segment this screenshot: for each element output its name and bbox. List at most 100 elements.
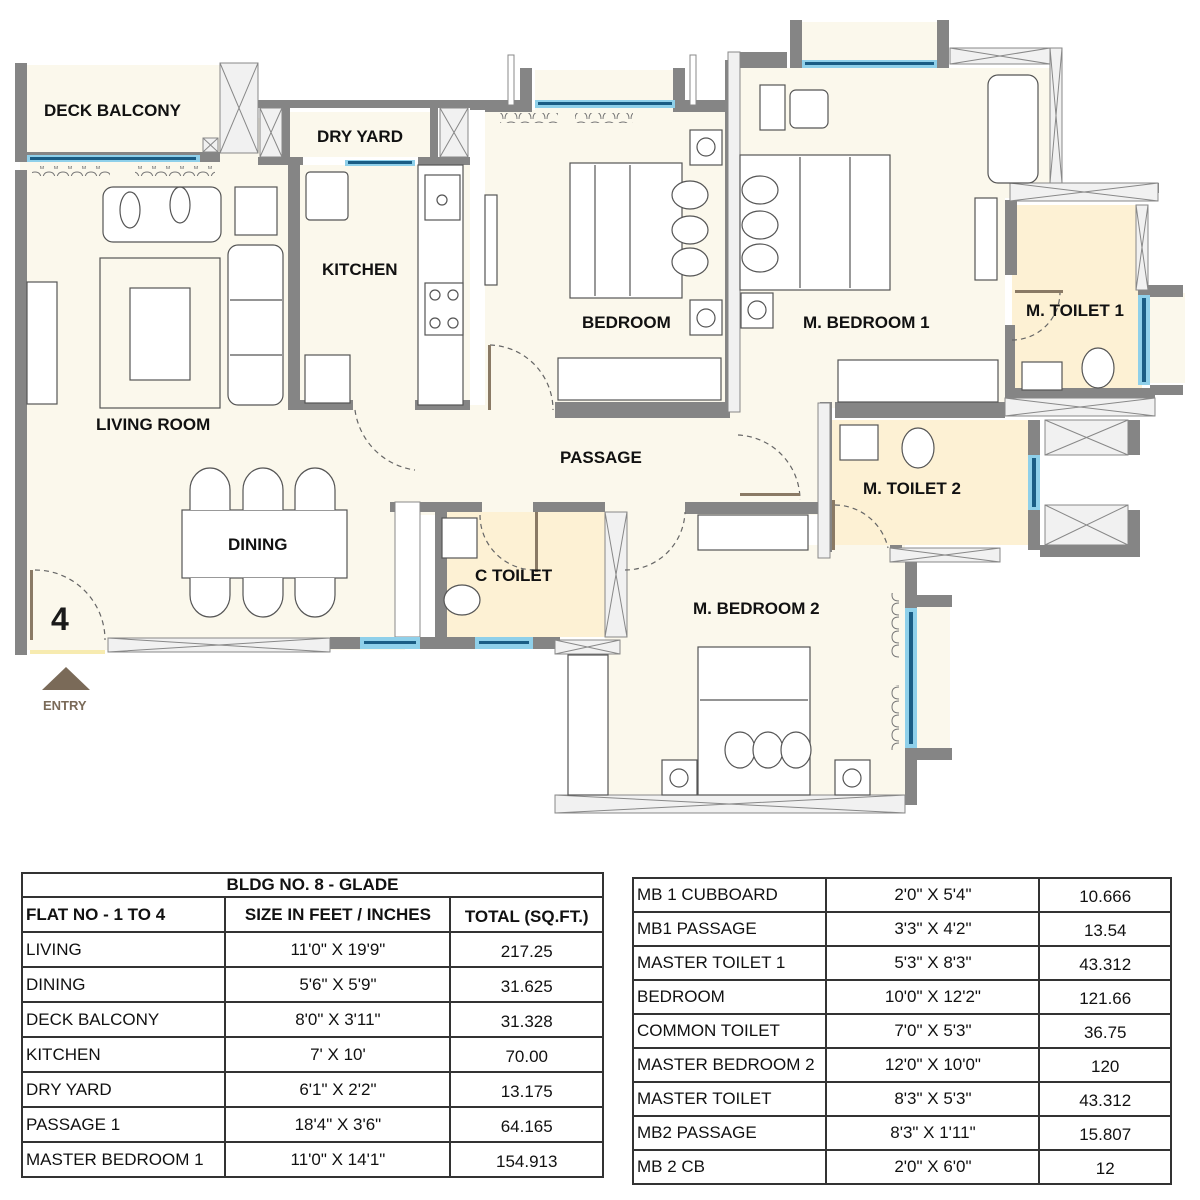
room-size: 18'4" X 3'6" [224, 1106, 452, 1143]
room-area: 154.913 [449, 1141, 604, 1178]
washbasin [839, 424, 879, 461]
room-name: DECK BALCONY [20, 1001, 227, 1038]
sink [424, 174, 461, 221]
room-size: 2'0" X 6'0" [825, 1149, 1041, 1185]
deck-balcony-floor [20, 65, 220, 160]
room-area: 70.00 [449, 1036, 604, 1073]
bedside-table [689, 129, 723, 166]
room-area: 13.175 [449, 1071, 604, 1108]
wardrobe [567, 654, 609, 796]
dry-yard-floor [288, 112, 433, 157]
room-size: 2'0" X 5'4" [825, 877, 1041, 913]
room-name: KITCHEN [20, 1036, 227, 1073]
room-area: 12 [1038, 1149, 1172, 1185]
room-label-living-room: LIVING ROOM [96, 415, 210, 434]
table-header-row: FLAT NO - 1 TO 4 SIZE IN FEET / INCHES T… [20, 896, 604, 933]
room-name: DINING [20, 966, 227, 1003]
sofa-side [227, 244, 284, 406]
tv-unit [26, 281, 58, 405]
windows [27, 60, 1150, 748]
column-header: SIZE IN FEET / INCHES [224, 896, 452, 933]
room-label-dry-yard: DRY YARD [317, 127, 403, 146]
room-size: 11'0" X 19'9" [224, 931, 452, 968]
room-area: 13.54 [1038, 911, 1172, 947]
room-size: 8'3" X 1'11" [825, 1115, 1041, 1151]
wc [443, 584, 481, 616]
room-name: MB 2 CB [631, 1149, 828, 1185]
room-label-kitchen: KITCHEN [322, 260, 398, 279]
room-area: 31.328 [449, 1001, 604, 1038]
room-area: 43.312 [1038, 1081, 1172, 1117]
room-size: 7'0" X 5'3" [825, 1013, 1041, 1049]
entry-arrow-icon [42, 667, 90, 690]
m-bedroom-1-sofa [987, 74, 1039, 184]
dining-table [181, 509, 348, 579]
room-label-passage: PASSAGE [560, 448, 642, 467]
room-label-m-toilet-1: M. TOILET 1 [1026, 301, 1124, 320]
room-name: MB2 PASSAGE [631, 1115, 828, 1151]
room-area: 64.165 [449, 1106, 604, 1143]
coffee-table [129, 287, 191, 381]
room-size: 8'0" X 3'11" [224, 1001, 452, 1038]
room-size: 5'3" X 8'3" [825, 945, 1041, 981]
passage-floor [400, 405, 825, 515]
side-table [234, 186, 278, 236]
washing-machine [305, 171, 349, 221]
room-label-m-toilet-2: M. TOILET 2 [863, 479, 961, 498]
bedside-table [740, 292, 774, 329]
room-name: MB1 PASSAGE [631, 911, 828, 947]
room-name: MASTER TOILET [631, 1081, 828, 1117]
column-header: FLAT NO - 1 TO 4 [20, 896, 227, 933]
door-leaves [30, 290, 1063, 640]
sofa-top [102, 186, 222, 243]
wardrobe [837, 359, 999, 403]
room-size: 3'3" X 4'2" [825, 911, 1041, 947]
table-title-row: BLDG NO. 8 - GLADE [21, 872, 604, 898]
room-name: MASTER TOILET 1 [631, 945, 828, 981]
bedside-table [834, 759, 871, 796]
room-area: 121.66 [1038, 979, 1172, 1015]
room-area: 31.625 [449, 966, 604, 1003]
room-name: MASTER BEDROOM 2 [631, 1047, 828, 1083]
room-name: DRY YARD [20, 1071, 227, 1108]
passage-console [697, 514, 809, 551]
hob [424, 282, 464, 336]
chair [789, 89, 829, 129]
room-area: 10.666 [1038, 877, 1172, 913]
room-name: BEDROOM [631, 979, 828, 1015]
shafts [107, 47, 1159, 814]
room-label-m-bedroom-2: M. BEDROOM 2 [693, 599, 820, 618]
m-toilet-1-side-bay [1150, 293, 1185, 383]
wc [1081, 347, 1115, 389]
m-toilet-1-floor [1012, 205, 1142, 390]
room-size: 7' X 10' [224, 1036, 452, 1073]
furniture [26, 74, 1115, 796]
room-name: MB 1 CUBBOARD [631, 877, 828, 913]
fridge [304, 354, 351, 404]
room-size: 5'6" X 5'9" [224, 966, 452, 1003]
room-size: 8'3" X 5'3" [825, 1081, 1041, 1117]
room-label-c-toilet: C TOILET [475, 566, 553, 585]
room-size: 12'0" X 10'0" [825, 1047, 1041, 1083]
room-size: 11'0" X 14'1" [224, 1141, 452, 1178]
bedroom-bed [569, 162, 683, 299]
room-size: 6'1" X 2'2" [224, 1071, 452, 1108]
bedside-table [661, 759, 698, 796]
passage-shelf [484, 194, 498, 286]
washbasin [441, 517, 478, 559]
room-label-dining: DINING [228, 535, 288, 554]
